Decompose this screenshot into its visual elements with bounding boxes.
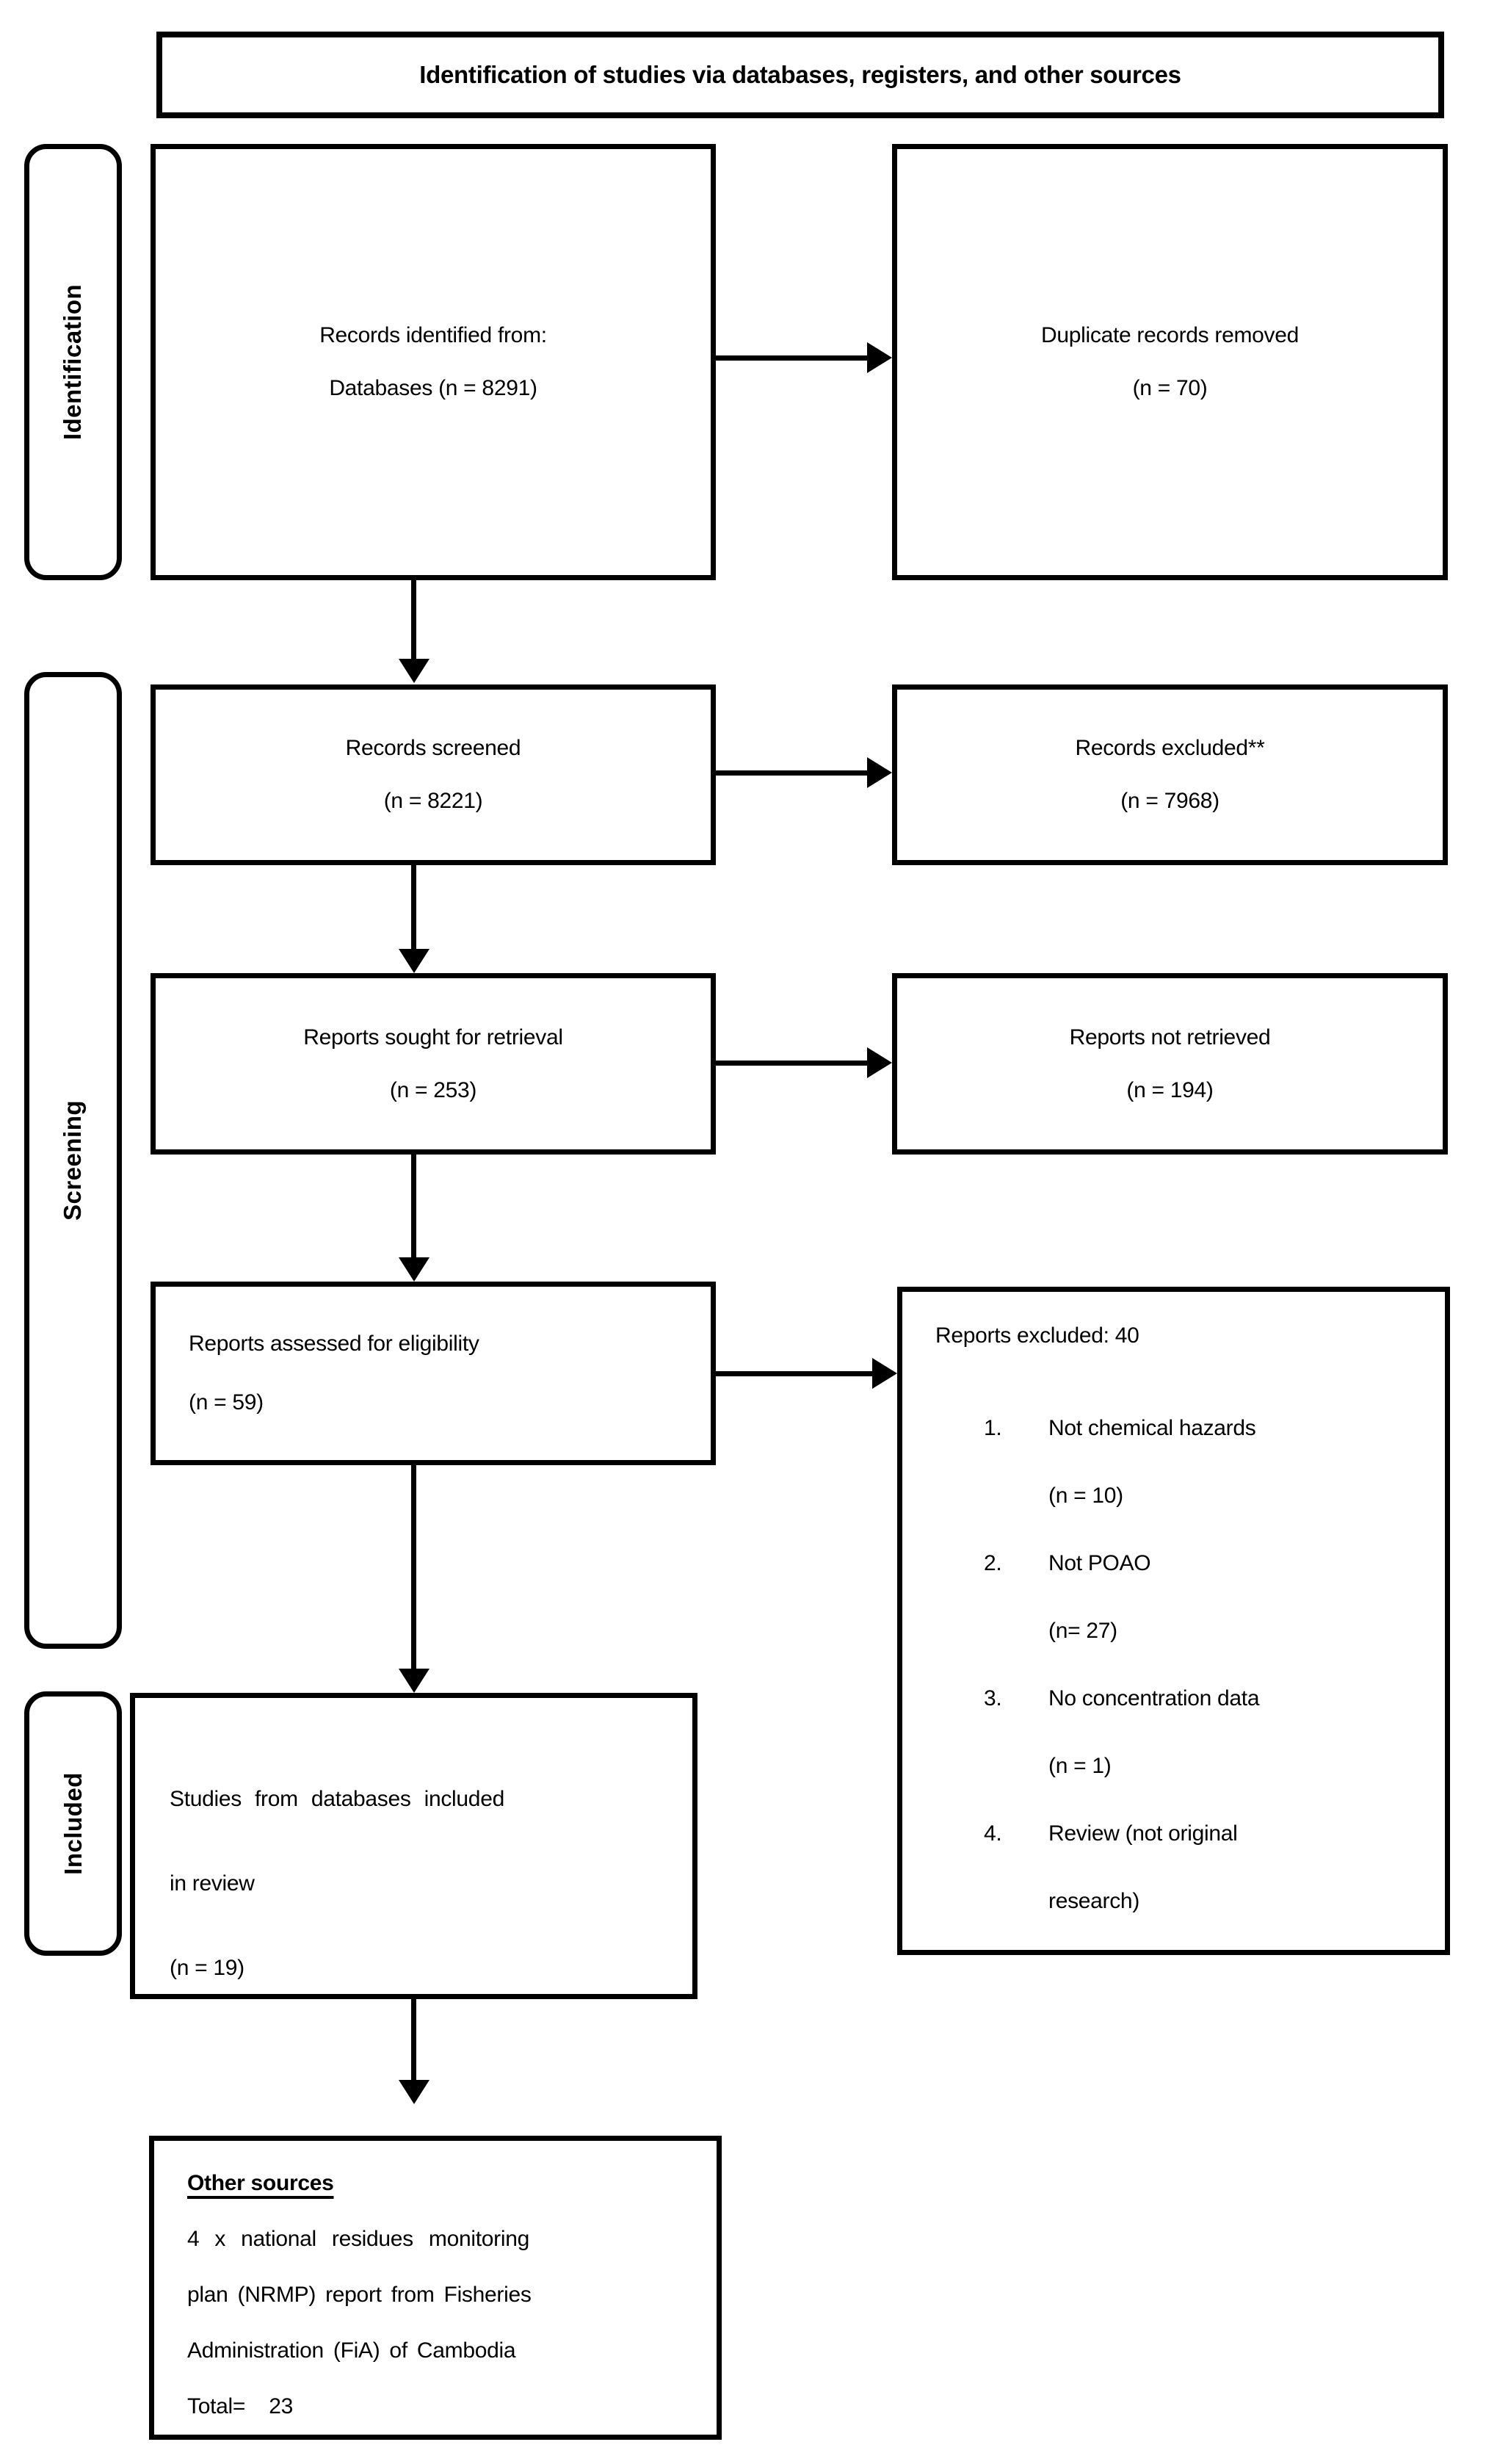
duplicates-removed-line2: (n = 70): [1132, 376, 1208, 400]
list-item-text: Not chemical hazards: [1048, 1416, 1256, 1440]
list-item: 4. Review (not original research): [984, 1800, 1423, 1935]
box-records-screened: Records screened (n = 8221): [151, 684, 716, 865]
box-records-excluded: Records excluded** (n = 7968): [892, 684, 1448, 865]
studies-included-line1: Studies from databases included: [170, 1787, 504, 1811]
diagram-title: Identification of studies via databases,…: [419, 61, 1181, 88]
box-records-identified: Records identified from: Databases (n = …: [151, 144, 716, 580]
reports-sought-line1: Reports sought for retrieval: [303, 1025, 563, 1049]
box-other-sources: Other sources 4 x national residues moni…: [149, 2136, 722, 2440]
list-item-number: 2.: [984, 1551, 1002, 1575]
other-sources-line2: plan (NRMP) report from Fisheries: [187, 2283, 532, 2307]
records-excluded-line2: (n = 7968): [1120, 789, 1219, 813]
records-identified-line2: Databases (n = 8291): [329, 376, 537, 400]
stage-label-screening: Screening: [24, 672, 122, 1649]
reports-assessed-line1: Reports assessed for eligibility: [189, 1332, 479, 1356]
records-screened-line1: Records screened: [345, 736, 521, 760]
box-reports-not-retrieved: Reports not retrieved (n = 194): [892, 973, 1448, 1155]
studies-included-line3: (n = 19): [170, 1956, 244, 1980]
other-sources-line1: 4 x national residues monitoring: [187, 2227, 529, 2251]
reports-sought-line2: (n = 253): [389, 1077, 477, 1102]
list-item-number: 1.: [984, 1416, 1002, 1440]
other-sources-line3: Administration (FiA) of Cambodia: [187, 2338, 516, 2363]
reports-not-retrieved-line1: Reports not retrieved: [1069, 1025, 1271, 1049]
other-sources-heading: Other sources: [187, 2171, 334, 2195]
reports-not-retrieved-line2: (n = 194): [1126, 1077, 1214, 1102]
box-reports-assessed: Reports assessed for eligibility (n = 59…: [151, 1282, 716, 1465]
reports-excluded-list: 1. Not chemical hazards (n = 10) 2. Not …: [984, 1395, 1423, 1935]
list-item-number: 4.: [984, 1821, 1002, 1846]
list-item: 3. No concentration data (n = 1): [984, 1665, 1423, 1800]
diagram-title-box: Identification of studies via databases,…: [156, 32, 1444, 118]
stage-label-included: Included: [24, 1691, 122, 1956]
stage-label-screening-text: Screening: [59, 1099, 87, 1221]
stage-label-included-text: Included: [59, 1772, 87, 1875]
box-reports-excluded-reasons: Reports excluded: 40 1. Not chemical haz…: [897, 1287, 1450, 1955]
stage-label-identification-text: Identification: [59, 283, 87, 441]
list-item: 1. Not chemical hazards (n = 10): [984, 1395, 1423, 1530]
list-item-number: 3.: [984, 1686, 1002, 1710]
list-item-count: (n = 10): [1048, 1484, 1123, 1508]
list-item-count: research): [1048, 1889, 1140, 1913]
duplicates-removed-line1: Duplicate records removed: [1041, 323, 1299, 347]
records-screened-line2: (n = 8221): [383, 789, 483, 813]
reports-assessed-line2: (n = 59): [189, 1390, 264, 1415]
reports-excluded-header: Reports excluded: 40: [935, 1323, 1139, 1348]
list-item-count: (n = 1): [1048, 1754, 1112, 1778]
box-reports-sought: Reports sought for retrieval (n = 253): [151, 973, 716, 1155]
other-sources-total: Total= 23: [187, 2394, 293, 2418]
box-studies-included: Studies from databases included in revie…: [130, 1693, 697, 1999]
records-excluded-line1: Records excluded**: [1075, 736, 1265, 760]
list-item-count: (n= 27): [1048, 1619, 1117, 1643]
studies-included-line2: in review: [170, 1871, 255, 1896]
box-duplicate-records-removed: Duplicate records removed (n = 70): [892, 144, 1448, 580]
list-item: 2. Not POAO (n= 27): [984, 1530, 1423, 1665]
records-identified-line1: Records identified from:: [319, 323, 547, 347]
list-item-text: Review (not original: [1048, 1821, 1238, 1846]
list-item-text: Not POAO: [1048, 1551, 1151, 1575]
stage-label-identification: Identification: [24, 144, 122, 580]
list-item-text: No concentration data: [1048, 1686, 1260, 1710]
